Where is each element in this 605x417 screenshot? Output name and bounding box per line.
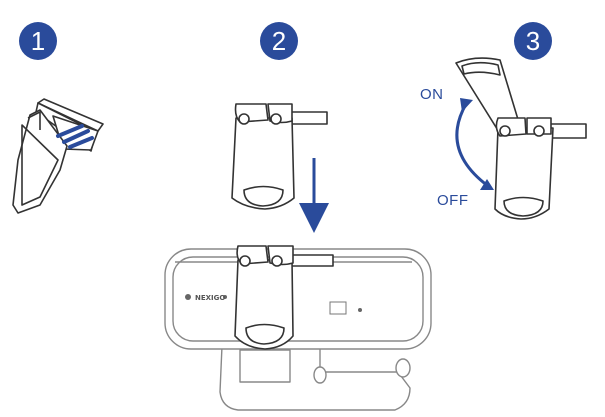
webcam-illustration [164,248,432,411]
step-3-badge: 3 [514,22,552,60]
brand-name: NEXIGO [195,294,225,302]
step-2-cover-illustration [231,103,328,210]
step-2-badge: 2 [260,22,298,60]
step-1-badge: 1 [19,22,57,60]
arrow-head-on [460,98,473,112]
step-3-cover-illustration [455,57,587,220]
on-label: ON [420,86,444,103]
webcam-cover-illustration [234,245,334,350]
webcam-logo [185,294,362,315]
arrow-head-off [480,179,494,190]
step-1-cover-illustration [12,98,104,214]
off-label: OFF [437,192,469,209]
step-1-blue-stripes [56,124,94,149]
on-off-curved-arrow [455,103,489,188]
